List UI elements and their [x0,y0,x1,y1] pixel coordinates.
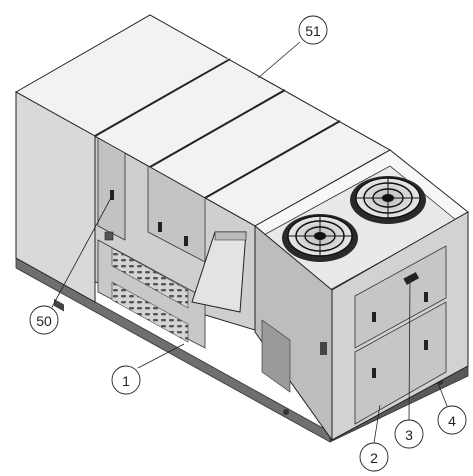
callout-1: 1 [111,343,185,395]
callout-4: 4 [437,382,467,435]
callout-51: 51 [257,15,328,79]
callout-3: 3 [394,277,424,449]
callout-51-label: 51 [305,23,321,39]
condenser-fan-left [282,214,358,262]
callout-3-label: 3 [405,427,413,443]
callout-2: 2 [359,404,389,472]
front-face [15,91,256,349]
callout-50: 50 [29,195,113,335]
callout-2-label: 2 [370,450,378,466]
condenser-fan-right [350,176,426,224]
callout-4-label: 4 [448,413,456,429]
callout-1-label: 1 [122,373,130,389]
callout-50-label: 50 [36,313,52,329]
